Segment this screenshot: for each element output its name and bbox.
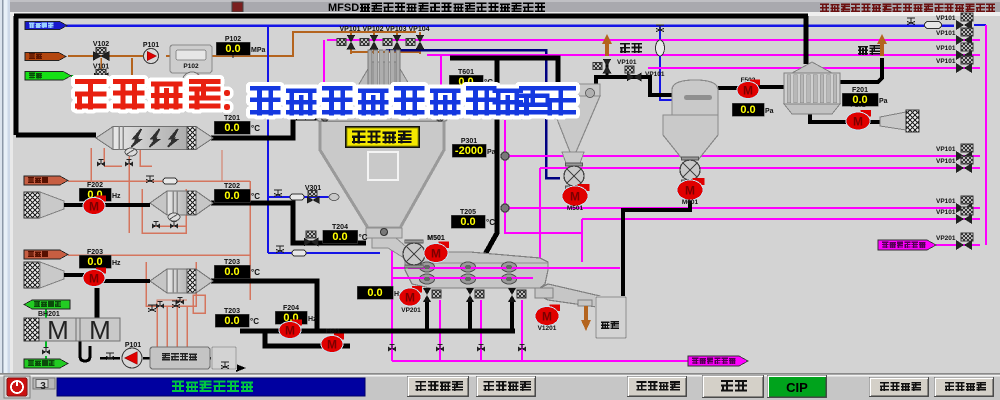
svg-text:BH201: BH201: [38, 311, 60, 318]
svg-text:VP101: VP101: [936, 158, 956, 165]
svg-text:0.0: 0.0: [740, 104, 755, 116]
svg-text:P101: P101: [125, 342, 141, 349]
svg-text:V101: V101: [93, 64, 109, 71]
svg-text:VP104: VP104: [408, 26, 429, 33]
svg-text:VP101: VP101: [936, 30, 956, 37]
svg-text:T202: T202: [224, 183, 240, 190]
svg-text:M: M: [285, 324, 295, 338]
svg-text:VP101: VP101: [645, 71, 665, 78]
svg-text:°C: °C: [486, 218, 495, 227]
svg-text:M: M: [853, 115, 863, 129]
svg-text:VP101: VP101: [936, 209, 956, 216]
svg-text:°C: °C: [250, 317, 259, 326]
svg-text:CIP: CIP: [786, 380, 808, 395]
svg-text:F204: F204: [283, 305, 299, 312]
svg-text:3: 3: [40, 381, 46, 392]
svg-text:P101: P101: [143, 42, 159, 49]
svg-text:°C: °C: [251, 124, 260, 133]
svg-text:Hz: Hz: [112, 260, 121, 267]
svg-text:0.0: 0.0: [225, 43, 240, 55]
svg-text:M501: M501: [567, 205, 584, 212]
svg-text:T601: T601: [458, 69, 474, 76]
svg-text:F201: F201: [852, 87, 868, 94]
svg-text:F203: F203: [87, 249, 103, 256]
svg-text:M501: M501: [427, 235, 445, 242]
svg-text:M: M: [327, 338, 337, 352]
svg-text:M: M: [570, 190, 580, 204]
svg-text:MFSD: MFSD: [328, 2, 359, 14]
svg-text:°C: °C: [251, 268, 260, 277]
svg-text:0.0: 0.0: [332, 231, 347, 243]
svg-text:0.0: 0.0: [460, 216, 475, 228]
svg-text:P102: P102: [225, 36, 241, 43]
svg-text:0.0: 0.0: [224, 266, 239, 278]
svg-text:-2000: -2000: [455, 145, 483, 157]
svg-text:Hz: Hz: [394, 291, 403, 298]
svg-text:M: M: [685, 184, 695, 198]
svg-text:P102: P102: [183, 63, 199, 70]
svg-text:Hz: Hz: [112, 193, 121, 200]
svg-text:°C: °C: [251, 192, 260, 201]
svg-text:T201: T201: [224, 115, 240, 122]
svg-text:M: M: [405, 291, 415, 305]
svg-text:VP101: VP101: [936, 198, 956, 205]
svg-text:T205: T205: [460, 209, 476, 216]
svg-text:F601: F601: [326, 328, 341, 335]
svg-text:M: M: [542, 310, 552, 324]
svg-text:P301: P301: [461, 138, 477, 145]
svg-text:Pa: Pa: [879, 98, 888, 105]
svg-text:T203: T203: [224, 308, 240, 315]
svg-text:V1201: V1201: [538, 325, 557, 332]
svg-text:M: M: [743, 84, 753, 98]
svg-text:Pa: Pa: [765, 108, 774, 115]
svg-text:M501: M501: [427, 235, 445, 242]
svg-text:M: M: [47, 315, 69, 345]
svg-text:VP102: VP102: [362, 26, 383, 33]
svg-text:V102: V102: [93, 41, 109, 48]
svg-text:M: M: [89, 272, 99, 286]
svg-text:VP103: VP103: [385, 26, 406, 33]
svg-text:MPa: MPa: [251, 47, 266, 54]
svg-text:M: M: [89, 200, 99, 214]
svg-text:0.0: 0.0: [224, 190, 239, 202]
svg-text:0.0: 0.0: [224, 315, 239, 327]
svg-text:T204: T204: [332, 224, 348, 231]
svg-text:VP101: VP101: [936, 58, 956, 65]
svg-text:VP101: VP101: [936, 15, 956, 22]
svg-text:0.0: 0.0: [367, 287, 382, 299]
svg-text:0.0: 0.0: [87, 256, 102, 268]
svg-text:Pa: Pa: [487, 149, 496, 156]
svg-text:VP201: VP201: [401, 307, 421, 314]
svg-text:VP201: VP201: [936, 235, 956, 242]
svg-text:M601: M601: [682, 199, 699, 206]
svg-text:VP101: VP101: [617, 59, 637, 66]
svg-text:Hz: Hz: [308, 316, 317, 323]
svg-text:0.0: 0.0: [852, 94, 867, 106]
svg-text:M: M: [431, 247, 441, 261]
svg-text:F202: F202: [87, 182, 103, 189]
svg-text:T203: T203: [224, 259, 240, 266]
svg-text:M: M: [89, 315, 111, 345]
svg-text:F502: F502: [741, 77, 756, 84]
svg-text:°C: °C: [359, 233, 368, 242]
svg-text:VP101: VP101: [936, 45, 956, 52]
svg-text:V301: V301: [305, 185, 321, 192]
svg-text:VP101: VP101: [339, 26, 360, 33]
svg-text:0.0: 0.0: [224, 122, 239, 134]
svg-text:VP101: VP101: [936, 146, 956, 153]
